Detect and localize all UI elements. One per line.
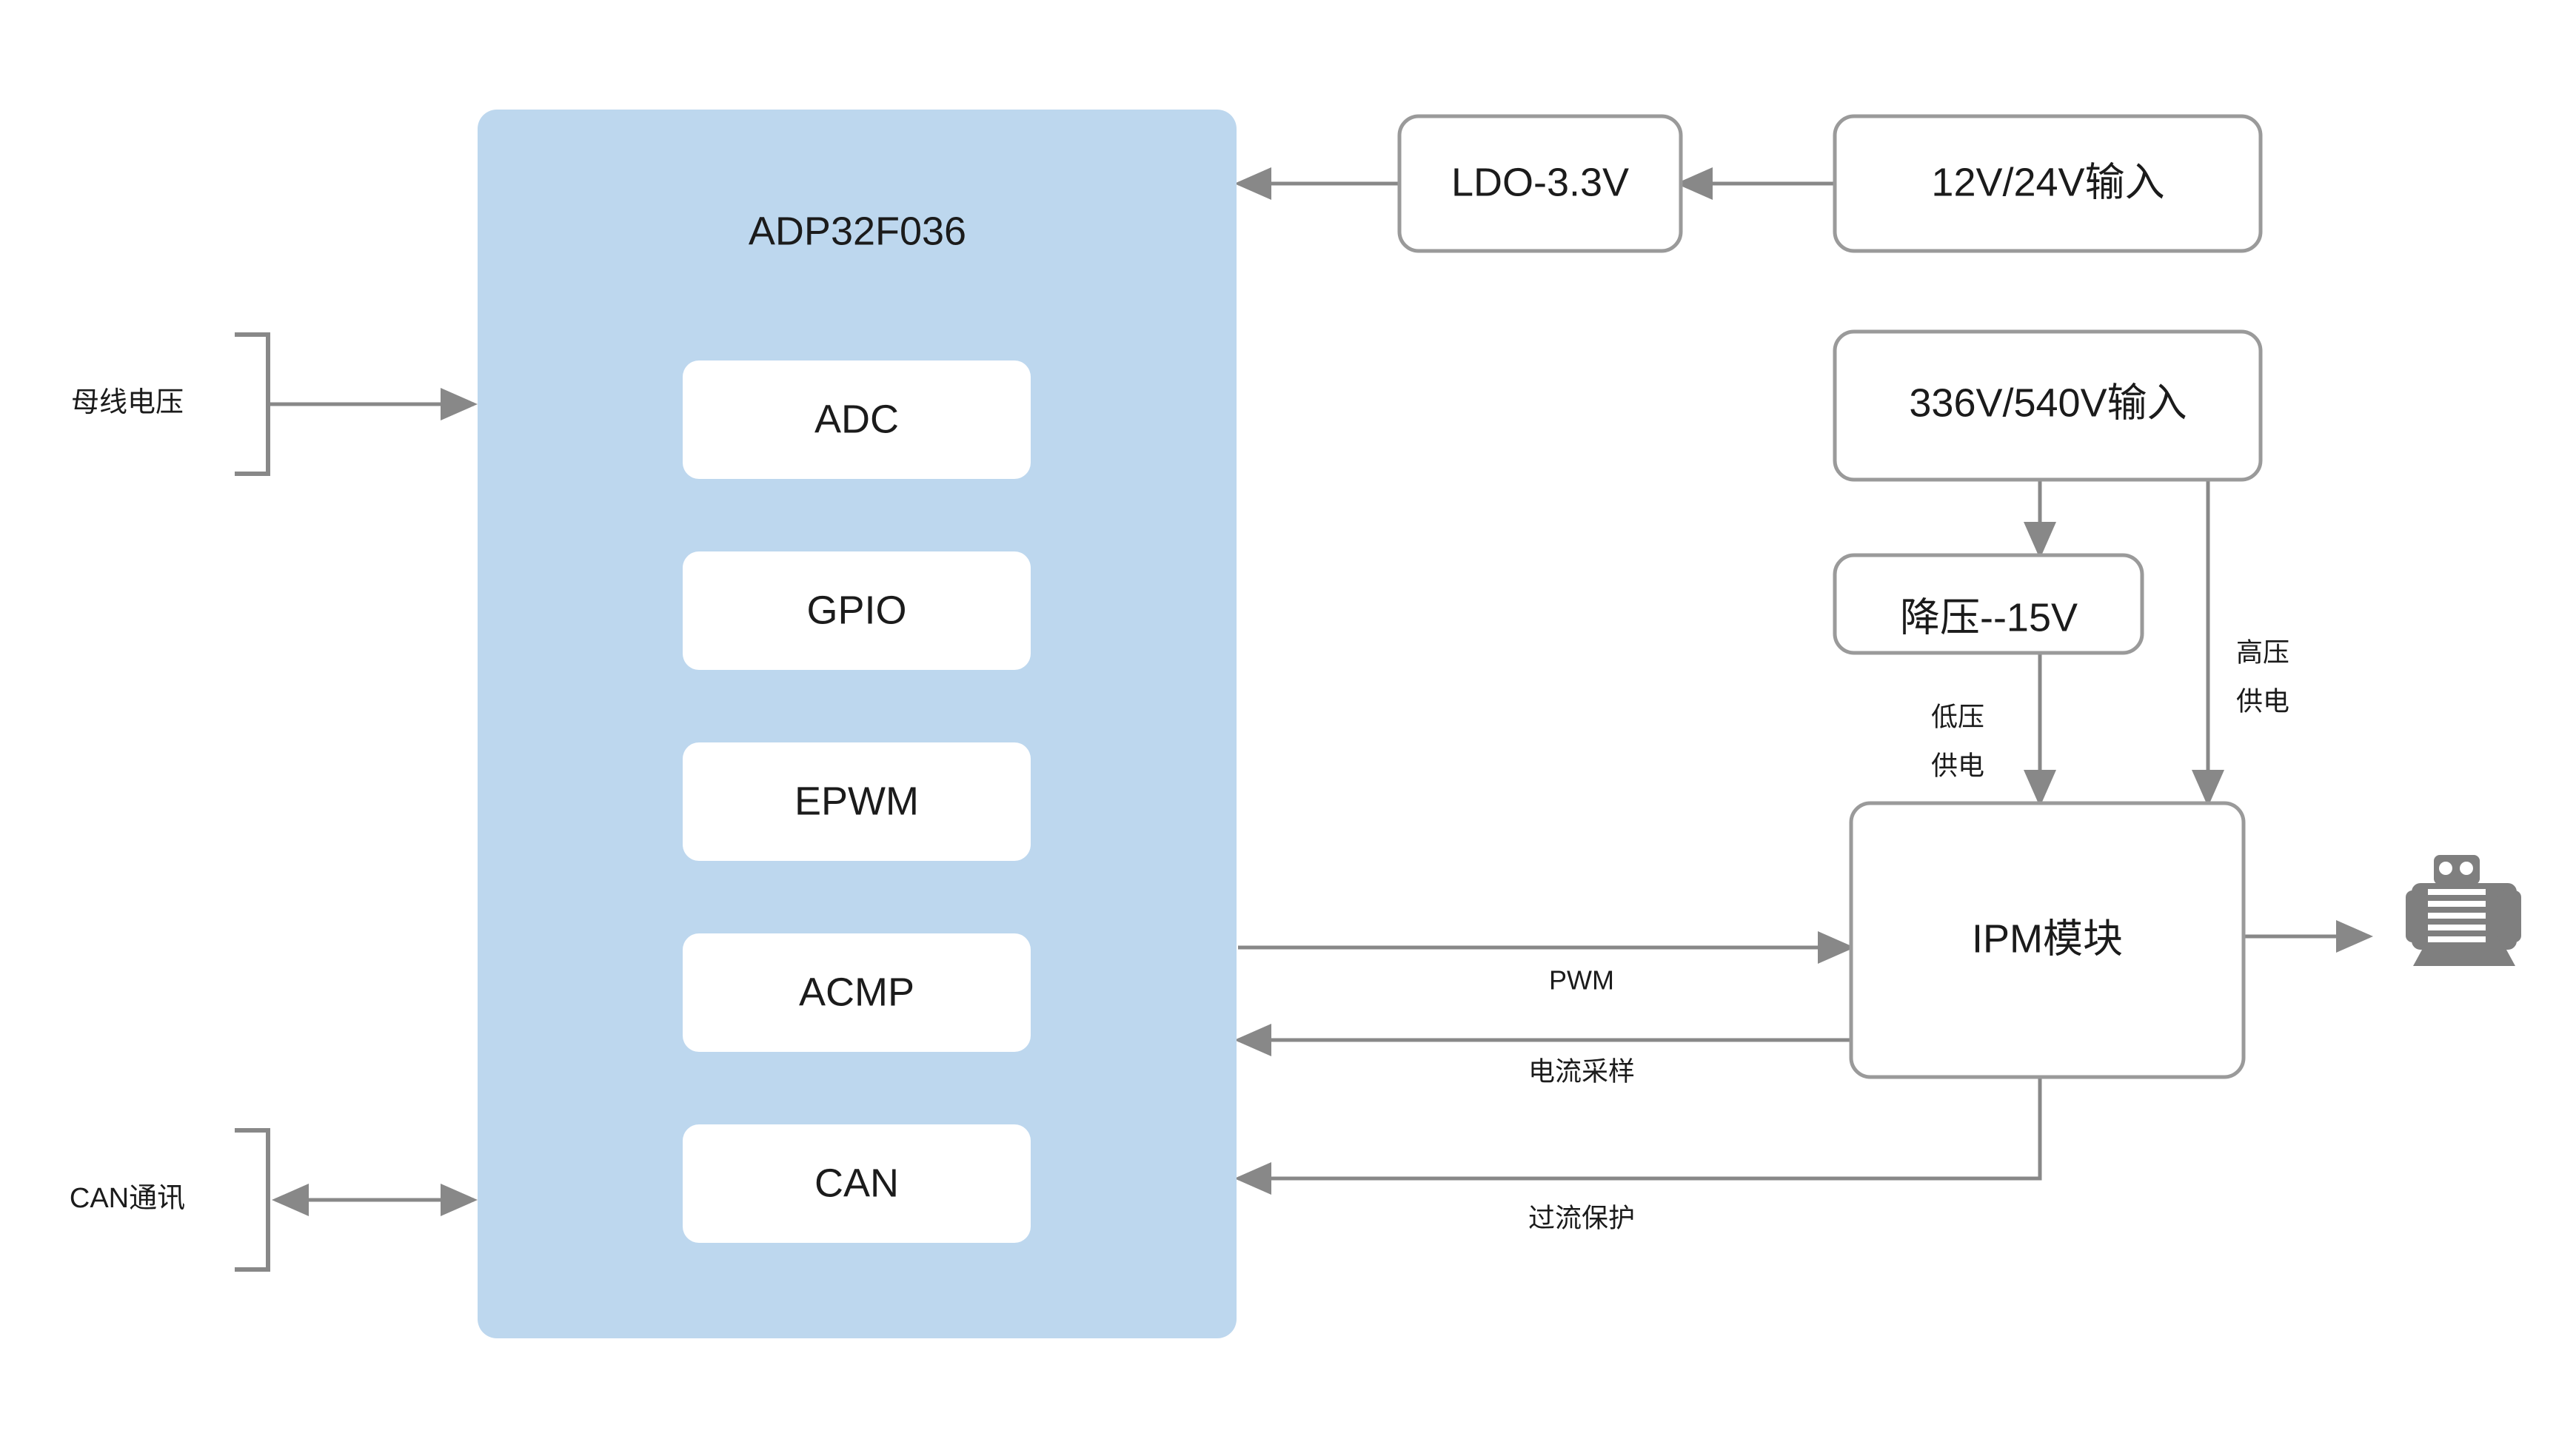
mcu-module-adc-box[interactable] <box>683 360 1031 479</box>
mcu-module-epwm-label: EPWM <box>794 779 919 823</box>
block-lv-input-label: 12V/24V输入 <box>1931 160 2164 204</box>
mcu-module-can-label: CAN <box>814 1161 899 1205</box>
mcu-title: ADP32F036 <box>749 209 966 253</box>
edge-label-high-voltage-supply-line1: 高压 <box>2236 637 2289 668</box>
mcu-module-gpio-box[interactable] <box>683 551 1031 670</box>
block-ldo[interactable] <box>1397 114 1683 253</box>
block-hv-input-label: 336V/540V输入 <box>1909 380 2187 425</box>
edge-label-current-sense: 电流采样 <box>1528 1056 1635 1087</box>
block-ipm-label: IPM模块 <box>1972 916 2123 961</box>
side-label-can-comm: CAN通讯 <box>70 1183 185 1214</box>
motor-icon <box>2406 855 2521 966</box>
bracket-bus-voltage <box>235 332 270 476</box>
mcu-block[interactable] <box>478 110 1237 1338</box>
side-label-bus-voltage: 母线电压 <box>71 387 184 418</box>
block-lv-input[interactable] <box>1833 114 2263 253</box>
block-ipm[interactable] <box>1849 801 2246 1079</box>
bracket-can-comm <box>235 1128 270 1272</box>
block-buck-label: 降压--15V <box>1900 595 2078 640</box>
connector-ipm-to-mcu-overcurrent <box>1234 1077 2042 1195</box>
block-hv-input[interactable] <box>1833 329 2263 482</box>
mcu-module-acmp-label: ACMP <box>799 970 914 1014</box>
mcu-module-can-box[interactable] <box>683 1124 1031 1243</box>
mcu-module-adc-label: ADC <box>814 397 899 441</box>
edge-label-high-voltage-supply-line2: 供电 <box>2236 686 2289 717</box>
mcu-module-gpio-label: GPIO <box>806 588 906 632</box>
block-buck[interactable] <box>1833 553 2144 655</box>
edge-label-low-voltage-supply-line1: 低压 <box>1931 702 1984 732</box>
edge-label-pwm: PWM <box>1549 965 1614 996</box>
mcu-module-acmp-box[interactable] <box>683 933 1031 1052</box>
mcu-module-epwm-box[interactable] <box>683 742 1031 861</box>
block-ldo-label: LDO-3.3V <box>1451 160 1629 204</box>
edge-label-low-voltage-supply-line2: 供电 <box>1931 751 1984 781</box>
edge-label-overcurrent: 过流保护 <box>1528 1203 1635 1233</box>
